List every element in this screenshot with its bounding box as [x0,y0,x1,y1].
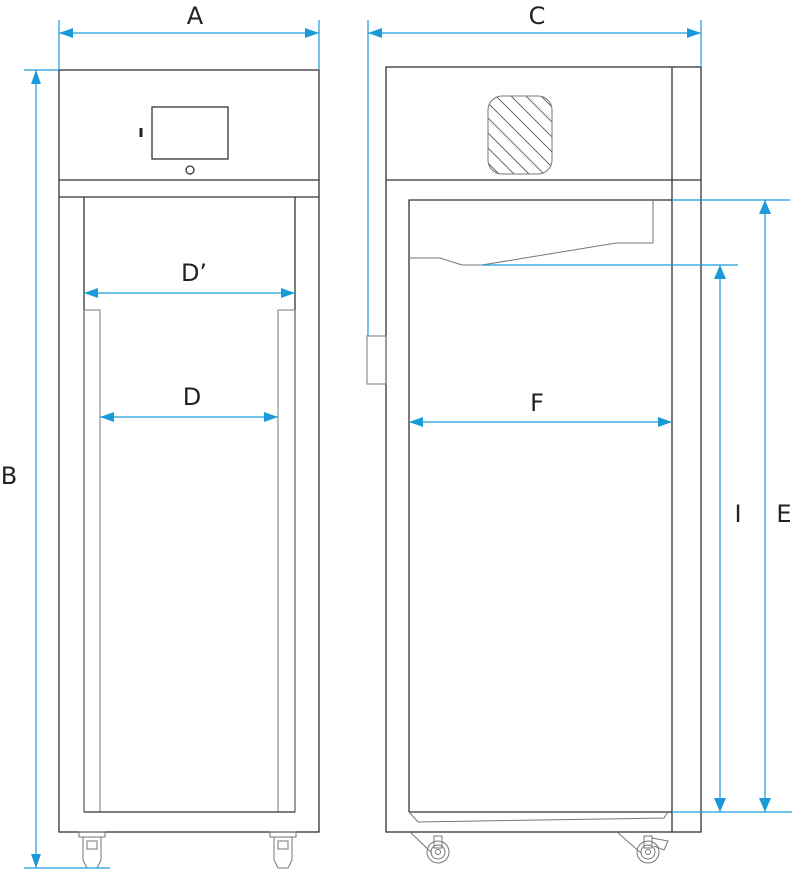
dimension-D-prime [84,288,295,298]
caster-rear [616,831,669,864]
front-body-outline [58,69,320,833]
dimension-E [672,199,792,813]
dimension-B [24,69,110,869]
side-door-outline [408,199,672,812]
label-C: C [529,2,546,30]
power-button-icon [185,165,195,175]
control-display [151,106,229,160]
front-foot-left [78,831,106,869]
dimension-A [58,20,320,70]
front-view [58,69,320,869]
label-A: A [187,2,204,30]
dimension-D [100,412,278,422]
label-E: E [776,500,791,528]
label-D-prime: D’ [181,259,207,287]
label-B: B [1,462,17,490]
door-handle [366,335,387,385]
dimension-C [367,20,702,336]
label-D: D [183,383,201,411]
side-view [366,66,702,864]
label-I: I [734,500,741,528]
caster-front [409,831,450,864]
side-body-outline [385,66,702,833]
front-foot-right [269,831,297,869]
dimension-I [482,264,738,812]
dimension-F [409,417,672,427]
door-left-strip [83,309,101,813]
hatched-vent [487,95,553,175]
interior-shelf-profile [409,200,654,266]
label-F: F [530,389,544,417]
door-right-strip [277,309,296,813]
